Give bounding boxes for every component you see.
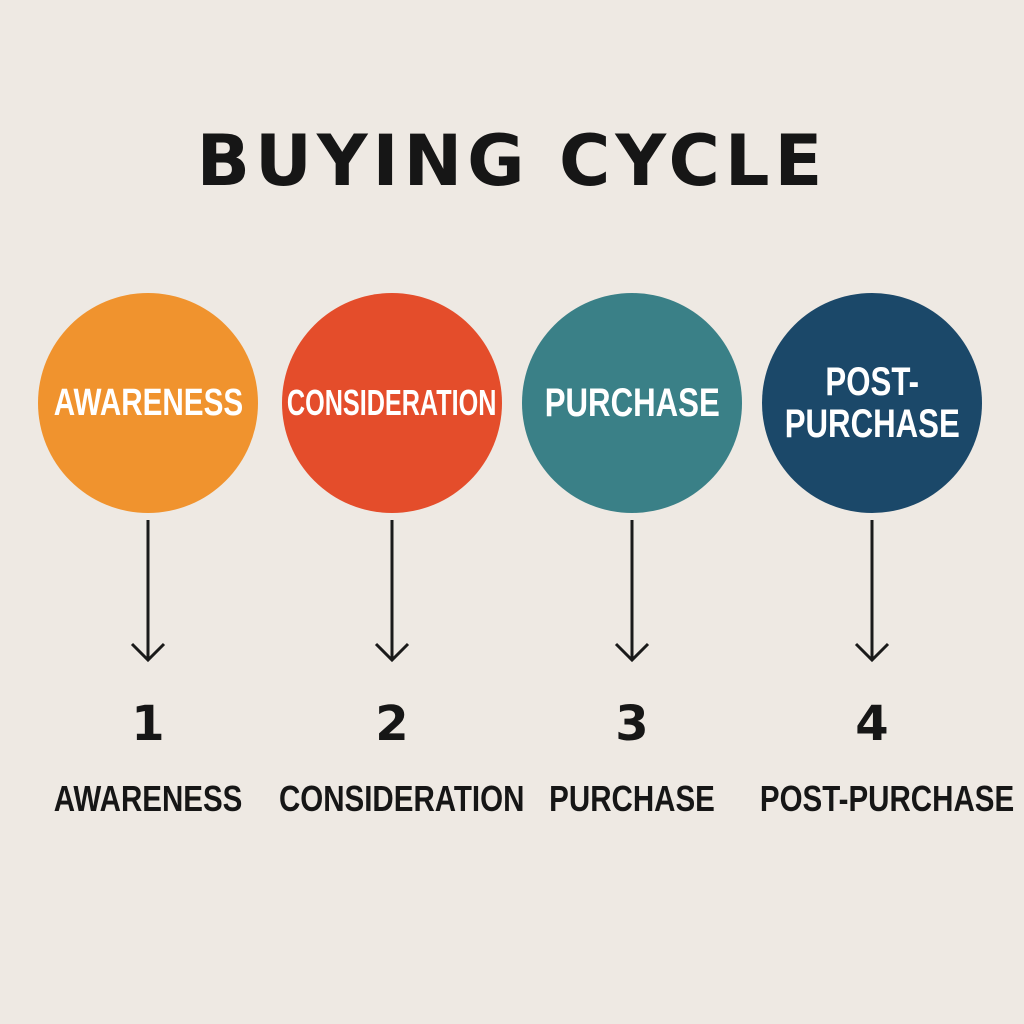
circle-label: PURCHASE: [544, 381, 720, 425]
down-arrow-icon: [614, 520, 650, 663]
circle-label: POST- PURCHASE: [784, 360, 960, 446]
stage-circle: POST- PURCHASE: [762, 293, 982, 513]
stage-circle: CONSIDERATION: [282, 293, 502, 513]
down-arrow-icon: [854, 520, 890, 663]
stage-number: 1: [131, 696, 165, 752]
down-arrow-icon: [374, 520, 410, 663]
stage-label: CONSIDERATION: [278, 778, 525, 819]
down-arrow-icon: [130, 520, 166, 663]
stage-circle: AWARENESS: [38, 293, 258, 513]
circle-label: AWARENESS: [53, 382, 243, 424]
stage-label: AWARENESS: [53, 778, 243, 819]
stage-label-wrap: CONSIDERATION: [252, 778, 532, 820]
stage-number: 4: [855, 696, 889, 752]
stage-label: POST-PURCHASE: [759, 778, 1015, 819]
circle-label: CONSIDERATION: [287, 382, 497, 423]
stage-circle: PURCHASE: [522, 293, 742, 513]
stage-label: PURCHASE: [549, 778, 715, 819]
stage-number: 3: [615, 696, 649, 752]
stage-label-wrap: PURCHASE: [492, 778, 772, 820]
stage-number: 2: [375, 696, 409, 752]
stage-label-wrap: AWARENESS: [8, 778, 288, 820]
diagram-title: BUYING CYCLE: [196, 120, 828, 202]
stage-label-wrap: POST-PURCHASE: [732, 778, 1015, 820]
